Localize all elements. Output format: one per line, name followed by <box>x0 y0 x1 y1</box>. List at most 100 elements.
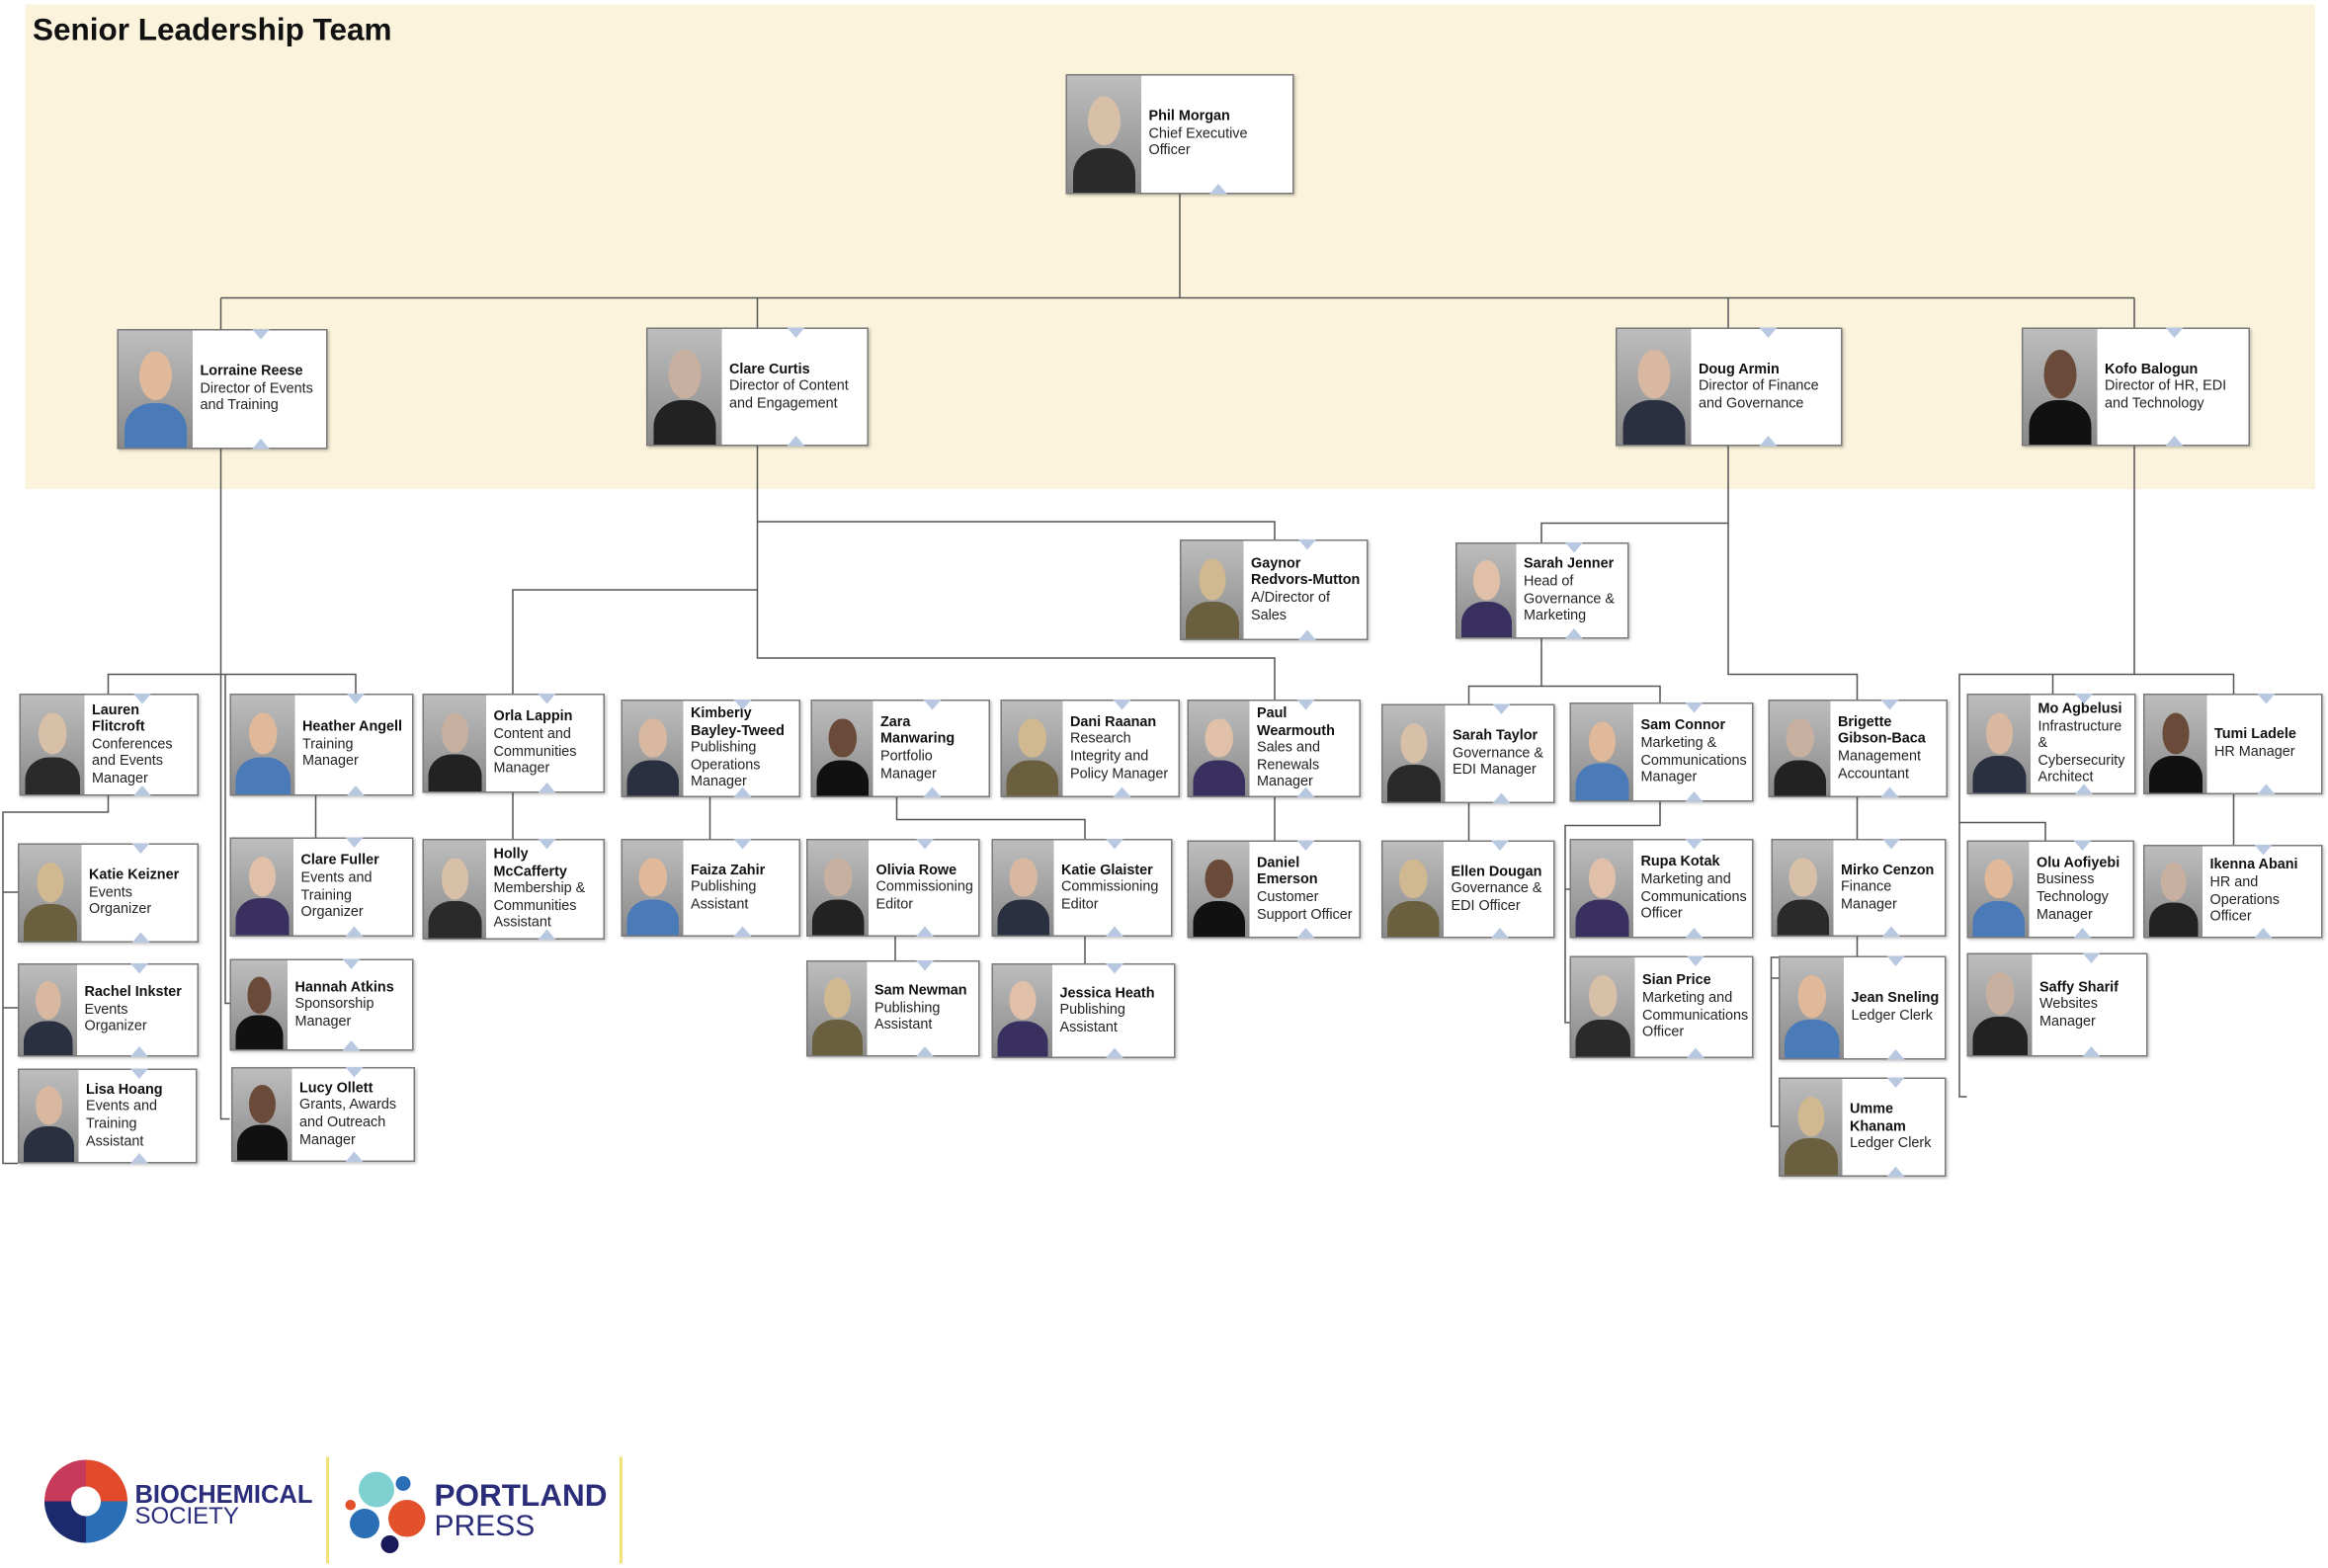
expand-arrow-icon <box>1296 840 1315 851</box>
collapse-arrow-icon[interactable] <box>1491 928 1509 939</box>
collapse-arrow-icon[interactable] <box>2081 1046 2100 1057</box>
collapse-arrow-icon[interactable] <box>131 932 150 943</box>
connector-line <box>895 797 1086 839</box>
collapse-arrow-icon[interactable] <box>1491 792 1510 803</box>
collapse-arrow-icon[interactable] <box>2073 928 2092 939</box>
collapse-arrow-icon[interactable] <box>1209 184 1227 195</box>
person-name: Phil Morgan <box>1148 108 1230 125</box>
person-name: Sarah Taylor <box>1453 727 1538 745</box>
collapse-arrow-icon[interactable] <box>1296 786 1315 797</box>
person-title: Portfolio Manager <box>880 748 937 783</box>
collapse-arrow-icon[interactable] <box>2256 784 2275 794</box>
collapse-arrow-icon[interactable] <box>342 1040 361 1051</box>
person-name: Daniel Emerson <box>1257 855 1318 889</box>
collapse-arrow-icon[interactable] <box>1296 928 1315 939</box>
connector-line <box>757 521 1276 539</box>
collapse-arrow-icon[interactable] <box>345 926 364 937</box>
expand-arrow-icon <box>1106 963 1123 974</box>
person-name: Ikenna Abani <box>2209 857 2298 873</box>
collapse-arrow-icon[interactable] <box>133 785 151 796</box>
collapse-arrow-icon[interactable] <box>1106 1047 1123 1058</box>
person-name: Dani Raanan <box>1070 713 1157 731</box>
collapse-arrow-icon[interactable] <box>1685 928 1704 939</box>
collapse-arrow-icon[interactable] <box>1881 926 1900 937</box>
collapse-arrow-icon[interactable] <box>1758 436 1777 447</box>
collapse-arrow-icon[interactable] <box>1886 1049 1905 1060</box>
collapse-arrow-icon[interactable] <box>1685 791 1704 802</box>
collapse-arrow-icon[interactable] <box>916 926 934 937</box>
collapse-arrow-icon[interactable] <box>345 1151 364 1162</box>
collapse-arrow-icon[interactable] <box>915 1046 934 1057</box>
collapse-arrow-icon[interactable] <box>2254 928 2273 939</box>
person-photo <box>1456 543 1517 637</box>
person-photo <box>1773 840 1834 936</box>
collapse-arrow-icon[interactable] <box>2165 436 2184 447</box>
collapse-arrow-icon[interactable] <box>537 929 555 940</box>
person-title: Sponsorship Manager <box>294 996 374 1031</box>
collapse-arrow-icon[interactable] <box>733 926 752 937</box>
connector-line <box>1959 821 2046 841</box>
collapse-arrow-icon[interactable] <box>1297 629 1316 640</box>
logo-text: SOCIETY <box>134 1504 239 1530</box>
person-name: Hannah Atkins <box>294 978 394 996</box>
person-photo <box>807 840 869 936</box>
collapse-arrow-icon[interactable] <box>129 1153 148 1164</box>
collapse-arrow-icon[interactable] <box>923 786 942 797</box>
collapse-arrow-icon[interactable] <box>1880 786 1899 797</box>
collapse-arrow-icon[interactable] <box>537 783 555 793</box>
collapse-arrow-icon[interactable] <box>2075 784 2093 794</box>
collapse-arrow-icon[interactable] <box>1113 786 1131 797</box>
collapse-arrow-icon[interactable] <box>1105 926 1123 937</box>
collapse-arrow-icon[interactable] <box>1885 1166 1904 1177</box>
collapse-arrow-icon[interactable] <box>1564 628 1583 639</box>
person-title: Events Organizer <box>89 884 152 918</box>
collapse-arrow-icon[interactable] <box>129 1046 148 1057</box>
collapse-arrow-icon[interactable] <box>252 439 270 450</box>
collapse-arrow-icon[interactable] <box>787 436 805 447</box>
collapse-arrow-icon[interactable] <box>346 785 365 796</box>
collapse-arrow-icon[interactable] <box>733 786 752 797</box>
collapse-arrow-icon[interactable] <box>1686 1047 1704 1058</box>
